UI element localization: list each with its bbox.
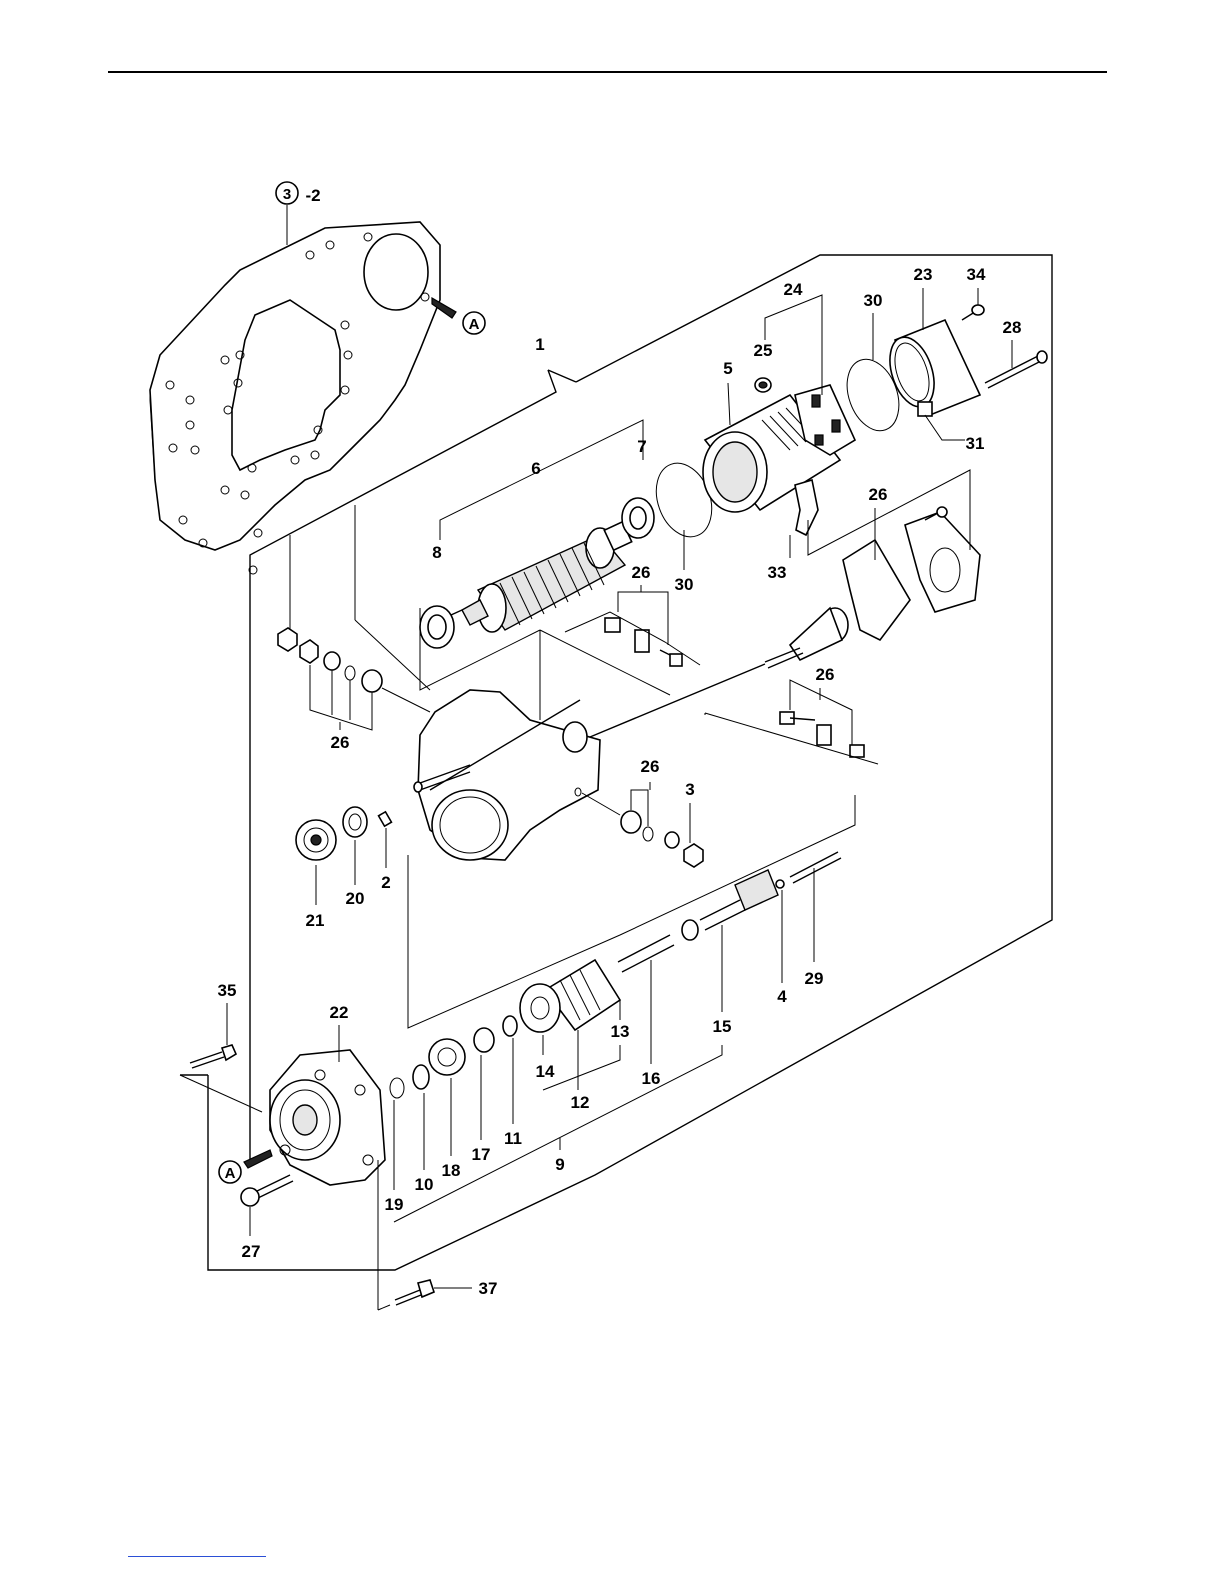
- svg-text:A: A: [469, 316, 480, 333]
- front-housing: [180, 1025, 385, 1310]
- part-label-35: 35: [218, 981, 237, 1000]
- pinion-shaft-15: [682, 870, 778, 1012]
- part-label-16: 16: [642, 1069, 661, 1088]
- washer-11: [503, 1016, 517, 1124]
- part-label-26c: 26: [816, 665, 835, 684]
- part-label-22: 22: [330, 1003, 349, 1022]
- bearing-7: [622, 498, 654, 538]
- part-label-13: 13: [611, 1022, 630, 1041]
- part-label-33: 33: [768, 563, 787, 582]
- part-label-7: 7: [637, 437, 646, 456]
- part-label-10: 10: [415, 1175, 434, 1194]
- part-label-11: 11: [504, 1129, 522, 1148]
- part-label-1: 1: [535, 335, 544, 354]
- part-label-2: 2: [381, 873, 390, 892]
- pin-2: [379, 812, 392, 868]
- bearing-20: [343, 807, 367, 885]
- shift-lever-33: [790, 480, 818, 558]
- part-label-18: 18: [442, 1161, 461, 1180]
- part-label-4: 4: [777, 987, 787, 1006]
- spring-29: [790, 852, 841, 962]
- terminal-parts-26a: [565, 585, 700, 666]
- part-label-17: 17: [472, 1145, 491, 1164]
- svg-text:A: A: [225, 1165, 236, 1182]
- part-label-26d: 26: [641, 757, 660, 776]
- switch-cover: [905, 512, 980, 612]
- part-label-30b: 30: [675, 575, 694, 594]
- circled-ref-a-top: A: [432, 298, 485, 334]
- center-housing: [414, 664, 765, 860]
- part-label-3: 3: [685, 780, 694, 799]
- snap-ring-19: [390, 1078, 404, 1190]
- part-label-29: 29: [805, 969, 824, 988]
- spring-16: [618, 935, 674, 1064]
- flywheel-housing-plate: [150, 205, 440, 690]
- part-label-24: 24: [784, 280, 803, 299]
- part-label-ref-2: -2: [305, 186, 320, 205]
- circled-ref-a-bottom: A: [219, 1150, 272, 1183]
- part-label-26a: 26: [632, 563, 651, 582]
- circled-ref-3: 3: [276, 182, 298, 204]
- bearing-8: [420, 606, 454, 648]
- magnetic-switch-plunger: [765, 608, 848, 668]
- nut-cluster-center: [575, 782, 703, 867]
- part-label-26e: 26: [331, 733, 350, 752]
- footer-link-underline[interactable]: [128, 1556, 266, 1557]
- idler-gear-21: [296, 820, 336, 905]
- part-label-37: 37: [479, 1279, 498, 1298]
- bolt-27: [241, 1175, 293, 1236]
- pinion-gear-18: [429, 1039, 465, 1156]
- part-label-9: 9: [555, 1155, 564, 1174]
- brush-spring-25: [755, 378, 771, 392]
- part-label-19: 19: [385, 1195, 404, 1214]
- part-label-12: 12: [571, 1093, 590, 1112]
- part-label-25: 25: [754, 341, 773, 360]
- part-label-23: 23: [914, 265, 933, 284]
- gasket-26: [843, 540, 910, 640]
- bolt-37: [378, 1280, 472, 1310]
- svg-text:3: 3: [283, 186, 291, 203]
- screw-34: [962, 288, 984, 320]
- part-label-14: 14: [536, 1062, 555, 1081]
- part-label-6: 6: [531, 459, 540, 478]
- part-label-5: 5: [723, 359, 732, 378]
- collar-10: [413, 1065, 429, 1170]
- spring-17: [474, 1028, 494, 1140]
- part-label-31: 31: [966, 434, 985, 453]
- part-label-27: 27: [242, 1242, 261, 1261]
- part-label-30a: 30: [864, 291, 883, 310]
- part-label-8: 8: [432, 543, 441, 562]
- part-label-28: 28: [1003, 318, 1022, 337]
- part-label-34: 34: [967, 265, 986, 284]
- part-label-15: 15: [713, 1017, 732, 1036]
- through-bolt-28: [985, 340, 1047, 388]
- part-label-26b: 26: [869, 485, 888, 504]
- part-label-21: 21: [306, 911, 325, 930]
- part-label-20: 20: [346, 889, 365, 908]
- bolt-35: [190, 1003, 236, 1068]
- nut-cluster-left: [278, 628, 430, 730]
- terminal-parts-26c: [705, 680, 878, 764]
